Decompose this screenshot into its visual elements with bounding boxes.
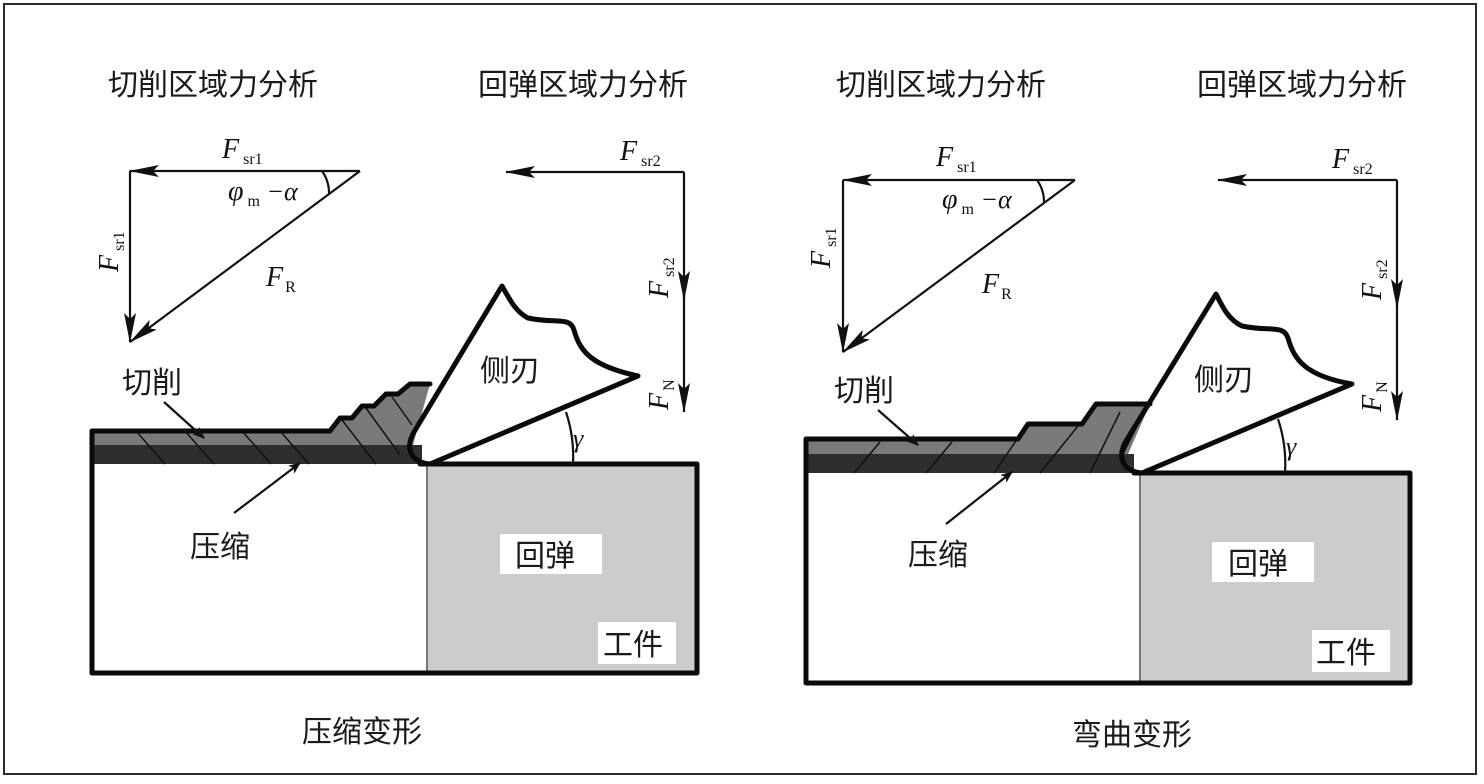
fsr1-vertical-label: Fsr1: [806, 227, 840, 269]
fsr1-vertical-label: Fsr1: [94, 231, 128, 273]
compression-label: 压缩: [190, 530, 250, 565]
compression-pointer: [945, 471, 1013, 525]
rake-angle-label: γ: [573, 424, 584, 453]
fn-label: FN: [644, 379, 678, 411]
compression-pointer: [233, 462, 301, 514]
cut-layer: [806, 404, 1150, 454]
shear-lines: [135, 396, 413, 465]
caption-bending: 弯曲变形: [1072, 718, 1192, 753]
cut-layer: [92, 384, 430, 445]
fsr2-vertical-label: Fsr2: [1357, 259, 1391, 301]
side-cutter-tool: [1119, 291, 1355, 476]
compressed-layer: [92, 445, 422, 464]
workpiece-compression: [89, 381, 700, 676]
cutting-label: 切削: [122, 366, 182, 401]
fr-arrow: [129, 170, 361, 343]
side-cutter-tool: [407, 283, 641, 467]
fn-label: FN: [1357, 381, 1391, 413]
cutting-force-title: 切削区域力分析: [108, 68, 318, 103]
angle-arc: [1036, 179, 1046, 204]
rake-angle-label: γ: [1286, 432, 1297, 461]
springback-force-title: 回弹区域力分析: [1197, 68, 1407, 103]
workpiece-label: 工件: [1316, 636, 1376, 671]
compressed-layer: [806, 454, 1134, 473]
springback-force-title: 回弹区域力分析: [478, 68, 688, 103]
springback-label: 回弹: [515, 539, 575, 574]
cutting-force-title: 切削区域力分析: [836, 68, 1046, 103]
tool-label: 侧刃: [480, 354, 540, 389]
fsr2-vertical-label: Fsr2: [644, 257, 678, 299]
cutting-pointer: [163, 401, 205, 439]
cutting-pointer: [877, 409, 919, 446]
tool-label: 侧刃: [1194, 363, 1254, 398]
rake-angle-arc: [1276, 418, 1287, 474]
caption-compression: 压缩变形: [302, 715, 422, 750]
fr-arrow: [842, 179, 1076, 353]
workpiece-label: 工件: [603, 628, 663, 663]
rake-angle-arc: [564, 411, 575, 465]
cutting-label: 切削: [834, 374, 894, 409]
angle-arc: [321, 170, 331, 195]
springback-label: 回弹: [1228, 547, 1288, 582]
compression-label: 压缩: [908, 538, 968, 573]
